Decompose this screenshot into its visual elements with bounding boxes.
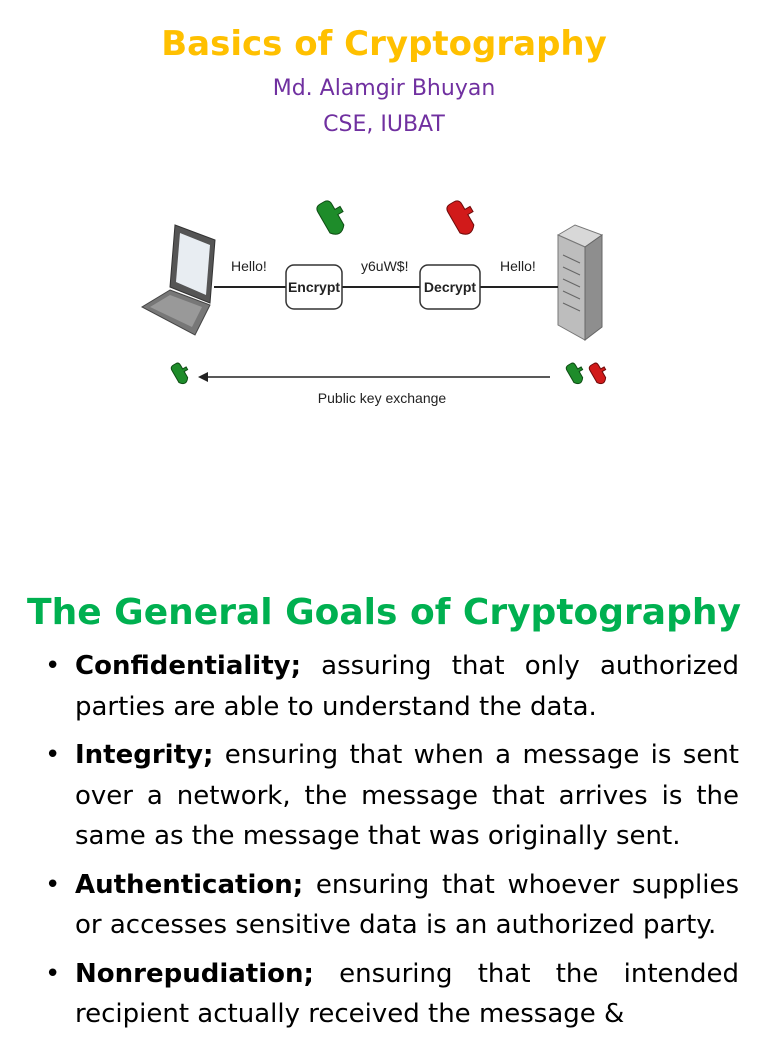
bullet-icon: •	[45, 740, 61, 770]
encrypt-box	[285, 264, 343, 310]
hello-left-label: Hello!	[231, 258, 267, 274]
bullet-icon: •	[45, 869, 61, 900]
list-item: • Confidentiality; assuring that only aut…	[45, 646, 739, 727]
encryption-diagram: Hello! Encrypt y6uW$! Decrypt Hello! Pub…	[140, 200, 607, 406]
page-title: Basics of Cryptography	[161, 24, 607, 64]
goal-term: Confidentiality;	[75, 651, 301, 681]
red-key-icon	[446, 200, 475, 235]
red-small-key-right-icon	[588, 362, 607, 385]
encrypt-label: Encrypt	[288, 279, 340, 295]
green-key-icon	[316, 200, 345, 235]
list-item: •Nonrepudiation; ensuring that the inten…	[45, 954, 739, 1035]
server-icon	[556, 224, 604, 342]
decrypt-label: Decrypt	[424, 279, 476, 295]
bullet-icon: •	[45, 651, 61, 681]
goals-heading: The General Goals of Cryptography	[27, 592, 741, 633]
green-small-key-right-icon	[565, 362, 584, 385]
goal-term: Authentication;	[75, 869, 304, 900]
bullet-icon: •	[45, 958, 61, 989]
goal-description: ensuring that whoever supplies or access…	[75, 869, 739, 941]
exchange-label: Public key exchange	[318, 390, 447, 406]
goal-term: Nonrepudiation;	[75, 958, 314, 989]
author-name: Md. Alamgir Bhuyan	[272, 76, 496, 101]
decrypt-box	[419, 264, 481, 310]
list-item: • Authentication; ensuring that whoever s…	[45, 865, 739, 946]
author-affiliation: CSE, IUBAT	[323, 112, 445, 137]
goal-term: Integrity;	[75, 740, 214, 770]
list-item: • Integrity; ensuring that when a message…	[45, 735, 739, 857]
hello-right-label: Hello!	[500, 258, 536, 274]
ciphertext-label: y6uW$!	[361, 258, 408, 274]
goal-description: assuring that only authorized parties ar…	[75, 651, 739, 722]
green-small-key-left-icon	[170, 362, 189, 385]
laptop-icon	[140, 224, 216, 336]
goals-list: • Confidentiality; assuring that only aut…	[0, 646, 768, 1043]
goal-description: ensuring that when a message is sent ove…	[75, 740, 739, 851]
